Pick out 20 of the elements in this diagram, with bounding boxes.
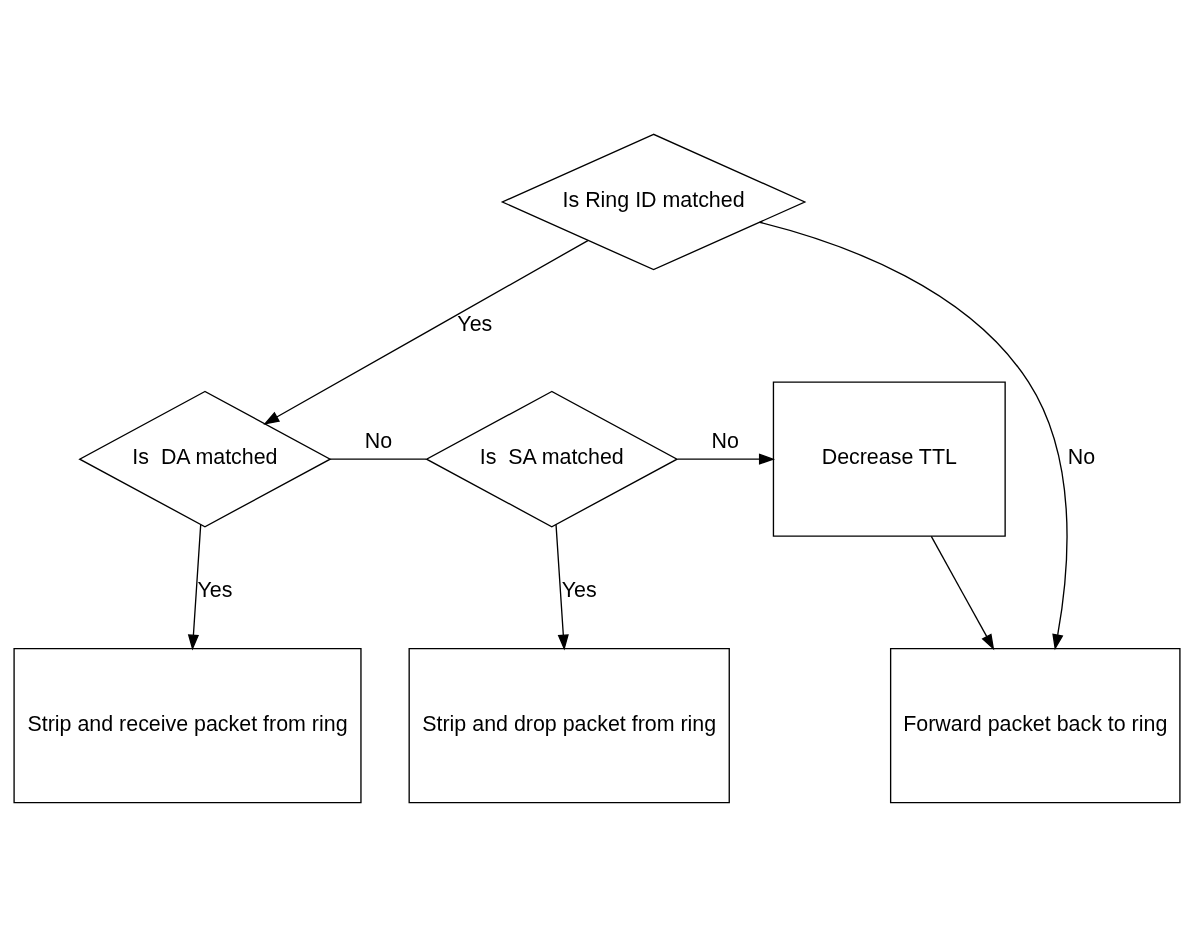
arrow — [676, 453, 776, 465]
edge-label: No — [1067, 445, 1096, 470]
node-box: Forward packet back to ring — [889, 647, 1181, 804]
arrow — [930, 535, 995, 651]
node-diamond: Is DA matched — [78, 390, 332, 528]
arrow — [263, 239, 589, 425]
connector — [329, 458, 427, 460]
edge-label: No — [711, 429, 739, 454]
node-diamond: Is Ring ID matched — [500, 133, 807, 271]
edge-label: Yes — [561, 578, 597, 603]
node-diamond: Is SA matched — [425, 390, 679, 528]
arrow — [758, 221, 1068, 651]
node-box: Strip and receive packet from ring — [13, 647, 362, 804]
edge-label: Yes — [457, 311, 493, 336]
edge-label: No — [364, 429, 393, 454]
edge-label: Yes — [197, 578, 233, 603]
node-box: Strip and drop packet from ring — [408, 647, 730, 804]
arrow — [187, 524, 202, 651]
arrow — [555, 524, 569, 651]
node-box: Decrease TTL — [772, 381, 1006, 537]
